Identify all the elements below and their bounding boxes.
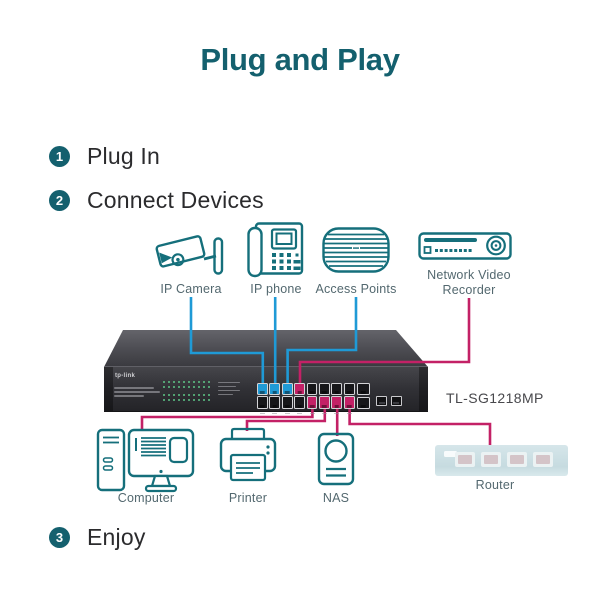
panel-text-line	[114, 387, 154, 389]
page-title: Plug and Play	[200, 42, 400, 77]
step-2: 2 Connect Devices	[49, 187, 264, 214]
nvr-label: Network Video Recorder	[427, 268, 511, 297]
sfp-slot	[390, 396, 402, 406]
step-2-label: Connect Devices	[87, 187, 264, 213]
switch-port	[319, 382, 330, 396]
step-1: 1 Plug In	[49, 143, 160, 170]
router-port	[481, 452, 501, 467]
ip-camera-label: IP Camera	[160, 282, 222, 296]
switch-port	[294, 396, 305, 409]
step-3-badge: 3	[49, 527, 70, 548]
switch-edge-highlight	[104, 365, 428, 367]
switch-port-magenta-plug	[306, 396, 318, 409]
switch-port	[257, 396, 268, 409]
router-port	[455, 452, 475, 467]
panel-text-line	[218, 390, 240, 392]
switch-top-face	[104, 330, 428, 367]
step-3: 3 Enjoy	[49, 524, 146, 551]
switch-port-magenta-plug	[294, 382, 305, 396]
ip-phone-icon	[247, 222, 304, 278]
switch-model-label: TL-SG1218MP	[446, 390, 544, 406]
panel-text-line	[114, 395, 144, 397]
switch-port-grid	[257, 382, 357, 411]
switch-port-magenta-plug	[331, 396, 343, 409]
computer-icon	[96, 428, 195, 493]
nas-icon	[317, 432, 355, 486]
router-port	[533, 452, 553, 467]
nas-label: NAS	[322, 491, 350, 505]
printer-icon	[219, 427, 277, 482]
switch-port-magenta-plug	[343, 396, 355, 409]
uplink-port	[356, 383, 370, 395]
printer-label: Printer	[228, 491, 268, 505]
panel-text-line	[114, 391, 160, 393]
step-1-label: Plug In	[87, 143, 161, 169]
computer-label: Computer	[117, 491, 175, 505]
router-logo-mark	[444, 451, 457, 457]
access-point-icon	[322, 227, 390, 273]
switch-port	[331, 382, 343, 396]
step-3-label: Enjoy	[87, 524, 146, 550]
switch-port	[281, 396, 293, 409]
switch-port	[343, 382, 355, 396]
switch-port-magenta-plug	[319, 396, 330, 409]
switch-port-blue-plug	[257, 382, 268, 396]
switch-port	[306, 382, 318, 396]
router-port	[507, 452, 527, 467]
nvr-icon	[418, 232, 512, 260]
uplink-port	[356, 396, 370, 409]
router-label: Router	[475, 478, 515, 492]
panel-text-line	[218, 386, 236, 388]
ip-phone-label: IP phone	[250, 282, 302, 296]
sfp-slot	[376, 396, 387, 406]
step-2-badge: 2	[49, 190, 70, 211]
switch-port-blue-plug	[281, 382, 293, 396]
panel-text-line	[218, 394, 233, 396]
switch-port-blue-plug	[269, 382, 281, 396]
ip-camera-icon	[155, 235, 224, 275]
step-1-badge: 1	[49, 146, 70, 167]
switch-port	[269, 396, 281, 409]
access-point-label: Access Points	[315, 282, 397, 296]
switch-brand-logo: tp-link	[115, 373, 136, 379]
switch-bottom-edge	[104, 410, 428, 412]
